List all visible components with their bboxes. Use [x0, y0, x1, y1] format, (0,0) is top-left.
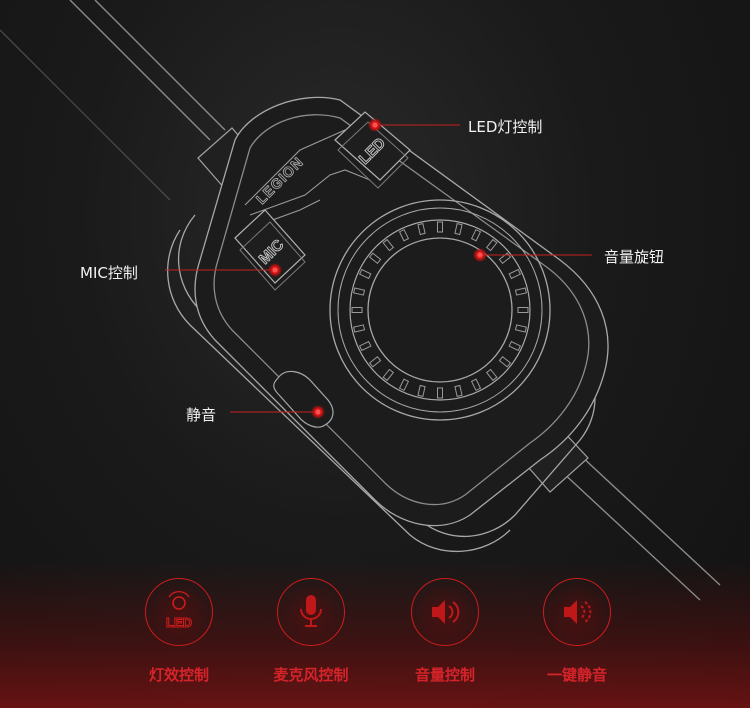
knob-grip-notch — [517, 307, 529, 313]
feature-mute: 一键静音 — [522, 578, 632, 685]
knob-grip-notch — [454, 223, 463, 236]
speaker-volume-icon — [411, 578, 479, 646]
callout-led-label: LED灯控制 — [468, 118, 543, 136]
led-button[interactable]: LED — [334, 111, 411, 189]
knob-grip-notch — [353, 324, 366, 333]
cable-top — [0, 0, 226, 201]
speaker-mute-icon — [543, 578, 611, 646]
knob-grip-notch — [417, 223, 426, 236]
knob-grip-notch — [508, 268, 522, 280]
knob-grip-notch — [454, 384, 463, 397]
callout-volume-label: 音量旋钮 — [604, 248, 665, 266]
knob-grip-notch — [514, 287, 527, 296]
knob-grip-notch — [398, 228, 410, 242]
knob-grip-notch — [470, 378, 482, 392]
knob-grip-notch — [368, 355, 382, 368]
bottom-red-glow — [0, 560, 750, 708]
mic-button[interactable]: MIC — [234, 209, 306, 291]
callout-dots — [268, 118, 487, 419]
knob-grip-notch — [514, 324, 527, 333]
knob-grip-notch — [508, 340, 522, 352]
feature-microphone: 麦克风控制 — [256, 578, 366, 685]
feature-mute-label: 一键静音 — [546, 666, 607, 684]
feature-led-label: 灯效控制 — [148, 666, 209, 684]
knob-grip-notch — [358, 268, 372, 280]
knob-grip-notch — [351, 307, 363, 313]
knob-grip-notch — [358, 340, 372, 352]
knob-grip-notch — [485, 368, 498, 382]
svg-text:LED: LED — [166, 615, 192, 630]
knob-grip-notch — [368, 252, 382, 265]
feature-volume: 音量控制 — [390, 578, 500, 685]
knob-grip-notch — [417, 384, 426, 397]
knob-grip-notch — [353, 287, 366, 296]
knob-grip-notch — [398, 378, 410, 392]
knob-grip-notch — [382, 368, 395, 382]
knob-grip-notch — [382, 238, 395, 252]
cable-bottom — [559, 454, 721, 601]
callout-lines — [165, 124, 592, 413]
feature-microphone-label: 麦克风控制 — [273, 666, 349, 684]
feature-led: LED 灯效控制 — [124, 578, 234, 685]
feature-volume-label: 音量控制 — [414, 666, 475, 684]
callout-mic-label: MIC控制 — [80, 264, 138, 282]
knob-grip-notch — [470, 228, 482, 242]
knob-grip-notch — [485, 238, 498, 252]
led-icon: LED — [145, 578, 213, 646]
knob-grip-notch — [498, 355, 512, 368]
knob-grip-notch — [437, 221, 443, 233]
knob-grip-notch — [437, 387, 443, 399]
volume-knob[interactable] — [329, 199, 551, 421]
microphone-icon — [277, 578, 345, 646]
callout-mute-label: 静音 — [186, 406, 217, 424]
